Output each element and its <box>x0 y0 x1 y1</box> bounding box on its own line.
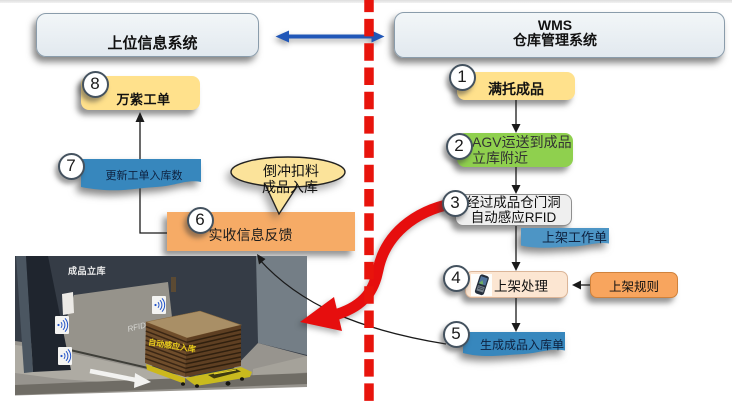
svg-text:倒冲扣料: 倒冲扣料 <box>263 163 319 179</box>
svg-text:成品入库: 成品入库 <box>262 179 318 195</box>
svg-text:成品立库: 成品立库 <box>68 265 106 276</box>
svg-text:RFID: RFID <box>127 320 148 333</box>
